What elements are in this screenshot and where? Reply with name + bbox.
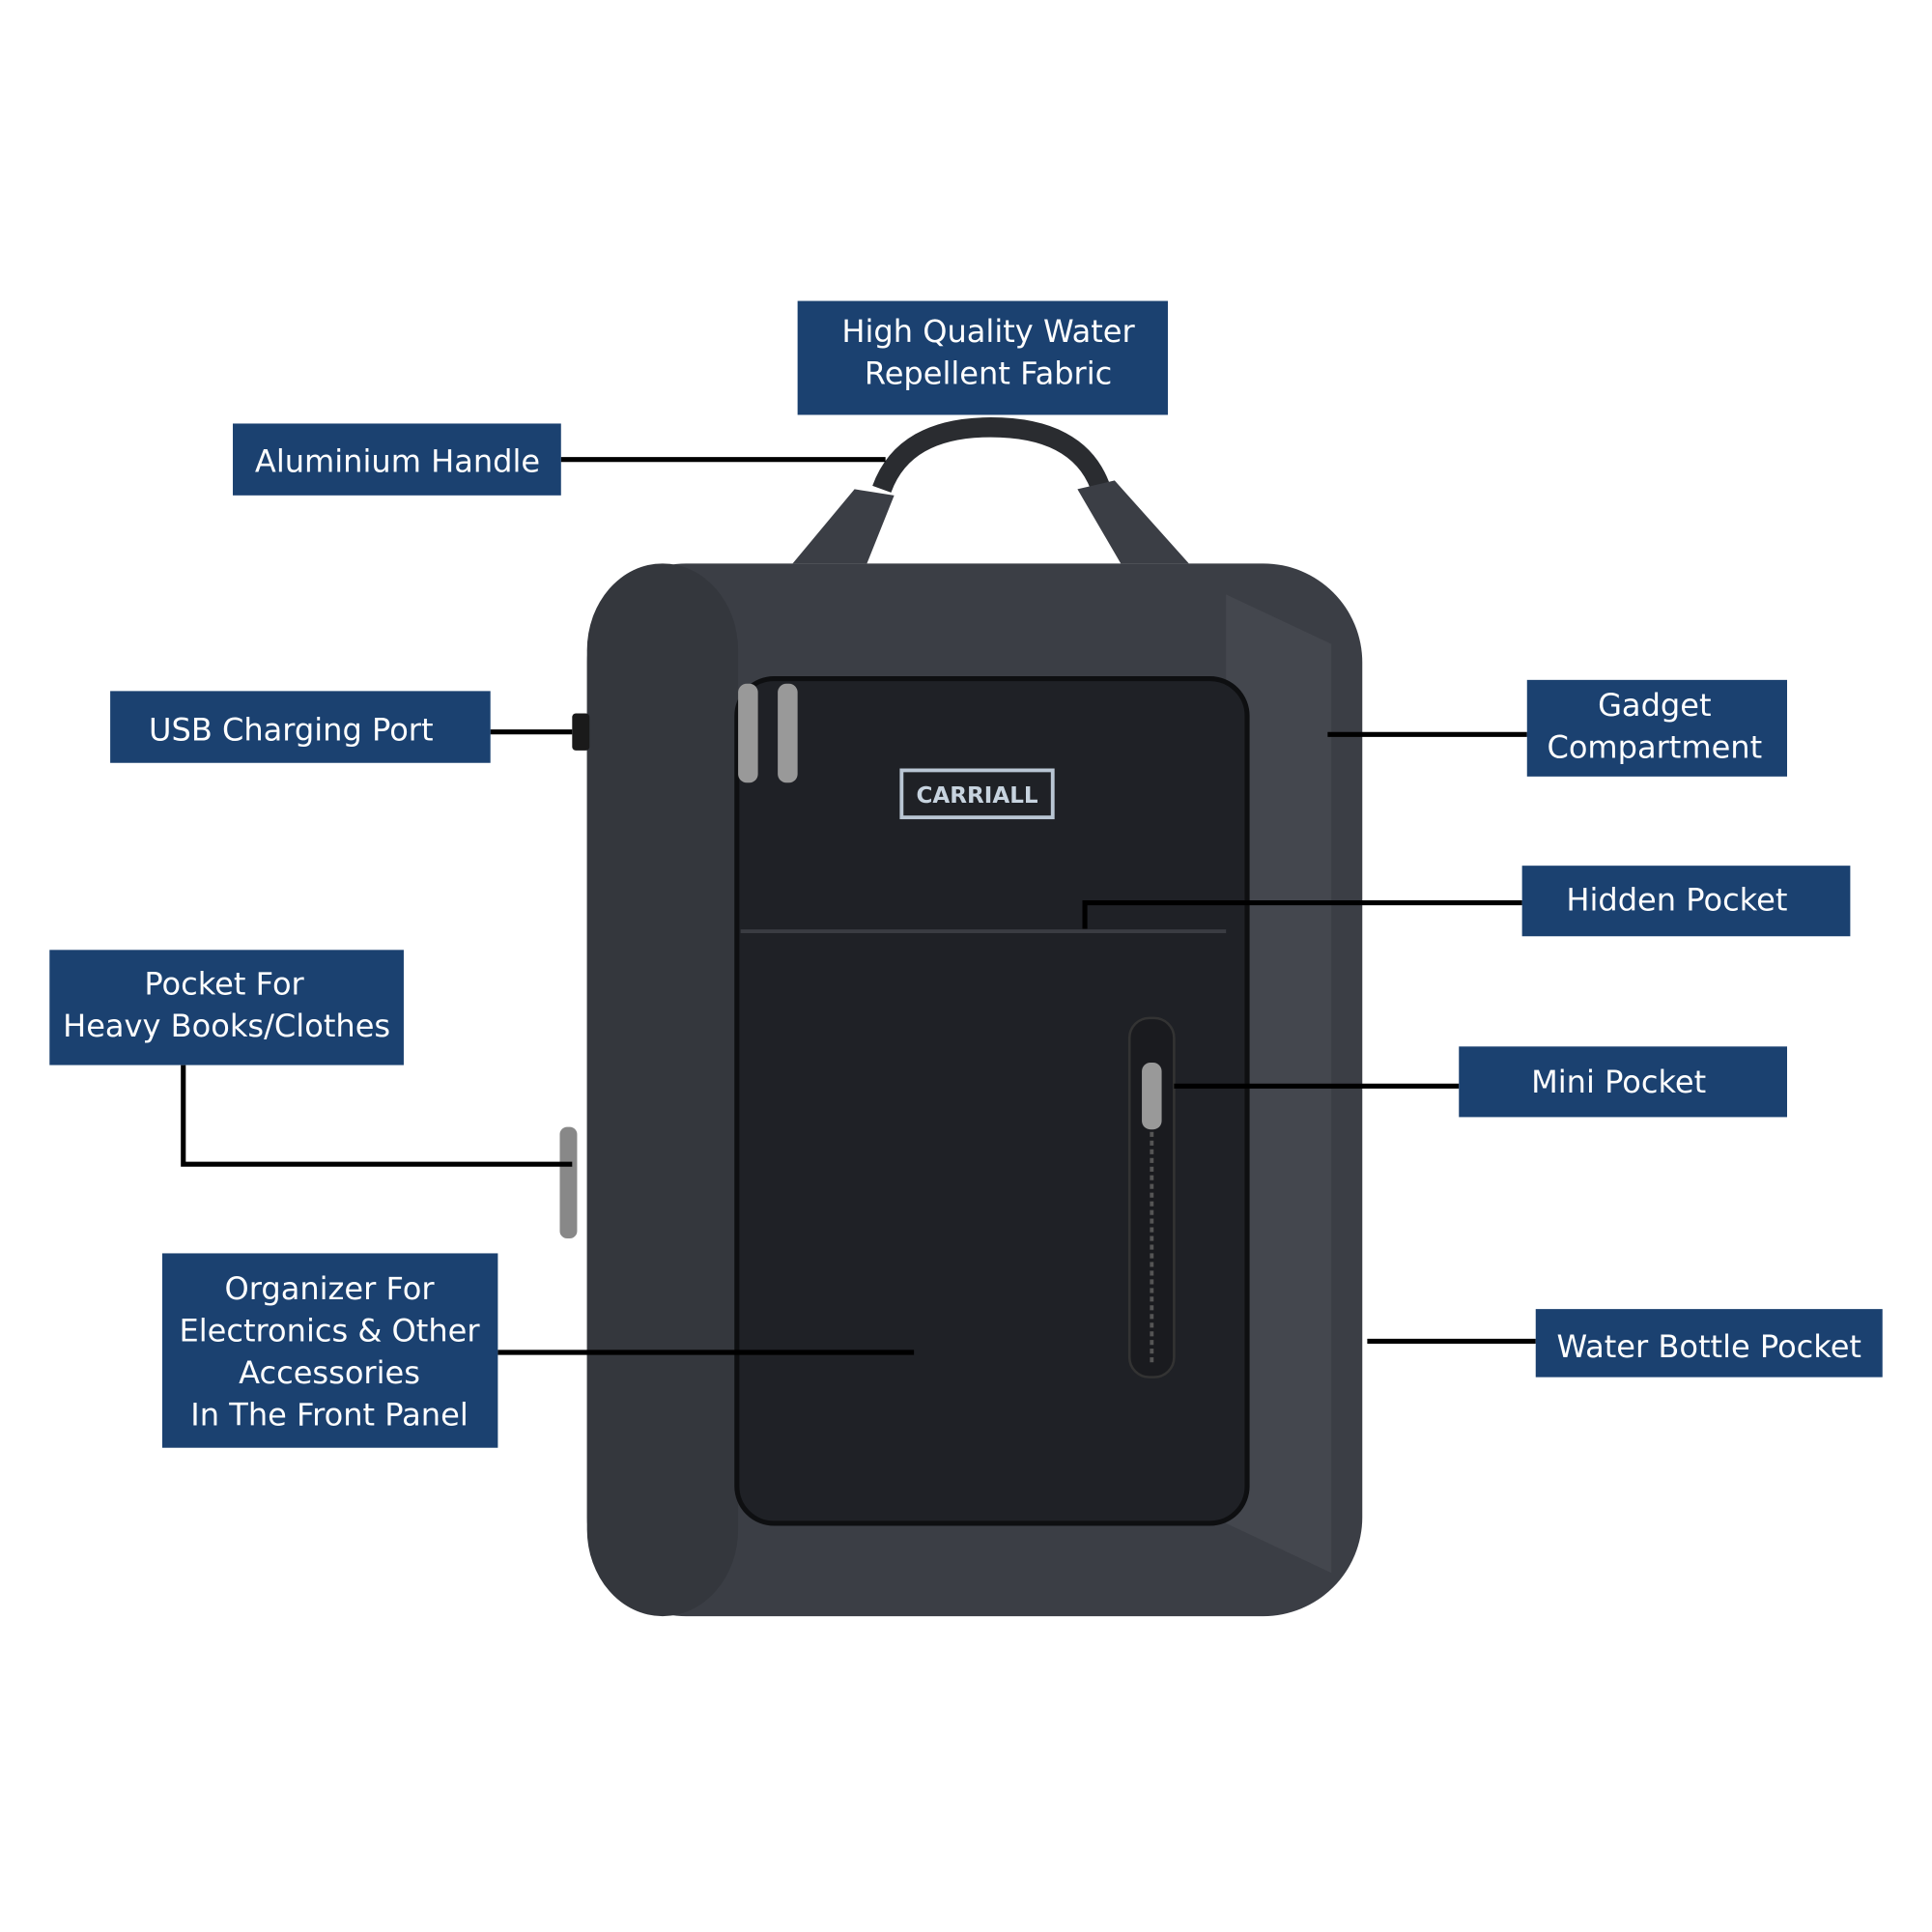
callout-handle: Aluminium Handle [233, 423, 561, 496]
callout-text: Mini Pocket [1531, 1064, 1706, 1100]
callout-text: Repellent Fabric [865, 355, 1112, 391]
callout-text: Aluminium Handle [255, 442, 540, 479]
callout-text: In The Front Panel [190, 1397, 468, 1434]
zipper-pull-main-1 [738, 683, 758, 783]
callout-text: USB Charging Port [149, 712, 434, 749]
callout-text: Water Bottle Pocket [1556, 1328, 1861, 1365]
callout-text: Organizer For [225, 1270, 436, 1307]
callout-text: High Quality Water [841, 313, 1135, 350]
callout-text: Compartment [1547, 729, 1762, 766]
callout-text: Electronics & Other [180, 1312, 481, 1349]
callout-text: Pocket For [144, 965, 304, 1002]
brand-logo-text: CARRIALL [916, 783, 1037, 809]
zipper-pull-main-2 [778, 683, 798, 783]
callout-gadget: Gadget Compartment [1526, 679, 1787, 777]
callout-text: Gadget [1598, 687, 1711, 724]
callout-organizer: Organizer For Electronics & Other Access… [161, 1253, 498, 1448]
front-panel [734, 676, 1250, 1526]
callout-text: Hidden Pocket [1566, 881, 1787, 918]
callout-text: Accessories [239, 1354, 420, 1391]
usb-port [572, 713, 590, 751]
callout-text: Heavy Books/Clothes [63, 1008, 390, 1044]
aluminium-handle [872, 417, 1110, 494]
zipper-pull-mini [1142, 1063, 1162, 1130]
callout-usb: USB Charging Port [110, 691, 491, 763]
backpack-illustration: CARRIALL [559, 417, 1363, 1617]
callout-books: Pocket For Heavy Books/Clothes [49, 950, 404, 1065]
callout-hidden: Hidden Pocket [1521, 866, 1851, 937]
callout-bottle: Water Bottle Pocket [1535, 1309, 1883, 1378]
callout-fabric: High Quality Water Repellent Fabric [797, 300, 1168, 415]
zipper-pull-side [559, 1126, 578, 1239]
leader-lines [181, 457, 1536, 1355]
callout-mini: Mini Pocket [1459, 1046, 1787, 1118]
brand-logo: CARRIALL [899, 768, 1055, 820]
